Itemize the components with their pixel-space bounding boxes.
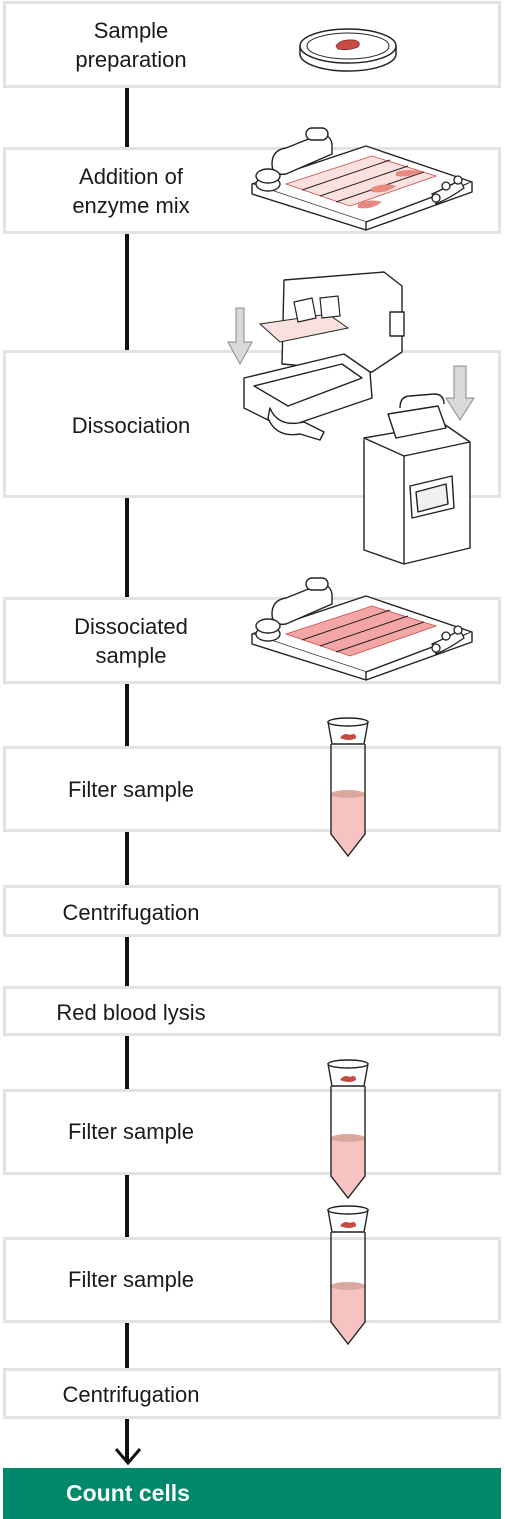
connector-line <box>125 684 129 746</box>
connector-line <box>125 1419 129 1461</box>
step-label: Filter sample <box>68 777 194 802</box>
step-label: Sample preparation <box>75 18 187 72</box>
connector-line <box>125 498 129 598</box>
step-box-centrifugation: Centrifugation <box>3 885 501 937</box>
dissociation-cassette-filled-icon <box>251 577 473 681</box>
step-label: Dissociated sample <box>74 614 188 668</box>
step-label: Filter sample <box>68 1267 194 1292</box>
connector-line <box>125 234 129 350</box>
connector-line <box>125 1323 129 1369</box>
step-label: Red blood lysis <box>56 1000 206 1025</box>
step-label: Centrifugation <box>62 1382 200 1407</box>
step-box-sample-preparation: Sample preparation <box>3 1 501 88</box>
connector-line <box>125 937 129 987</box>
petri-dish-icon <box>299 28 397 72</box>
final-step-count-cells: Count cells <box>3 1468 501 1519</box>
conical-tube-icon <box>327 717 369 858</box>
step-box-filter-sample: Filter sample <box>3 1237 501 1323</box>
step-box-centrifugation: Centrifugation <box>3 1368 501 1419</box>
step-box-filter-sample: Filter sample <box>3 746 501 832</box>
dissociation-cassette-icon <box>251 127 473 231</box>
step-label: Addition of enzyme mix <box>72 164 190 218</box>
step-box-filter-sample: Filter sample <box>3 1089 501 1175</box>
step-label: Centrifugation <box>62 900 200 925</box>
step-box-red-blood-lysis: Red blood lysis <box>3 986 501 1036</box>
step-label: Filter sample <box>68 1119 194 1144</box>
connector-line <box>125 88 129 148</box>
arrow-down-icon <box>114 1448 142 1466</box>
connector-line <box>125 832 129 886</box>
conical-tube-icon <box>327 1059 369 1200</box>
final-step-label: Count cells <box>66 1480 190 1506</box>
connector-line <box>125 1175 129 1237</box>
conical-tube-icon <box>327 1205 369 1346</box>
step-label: Dissociation <box>71 413 191 438</box>
connector-line <box>125 1036 129 1090</box>
dissociator-instrument-icon <box>227 271 475 565</box>
